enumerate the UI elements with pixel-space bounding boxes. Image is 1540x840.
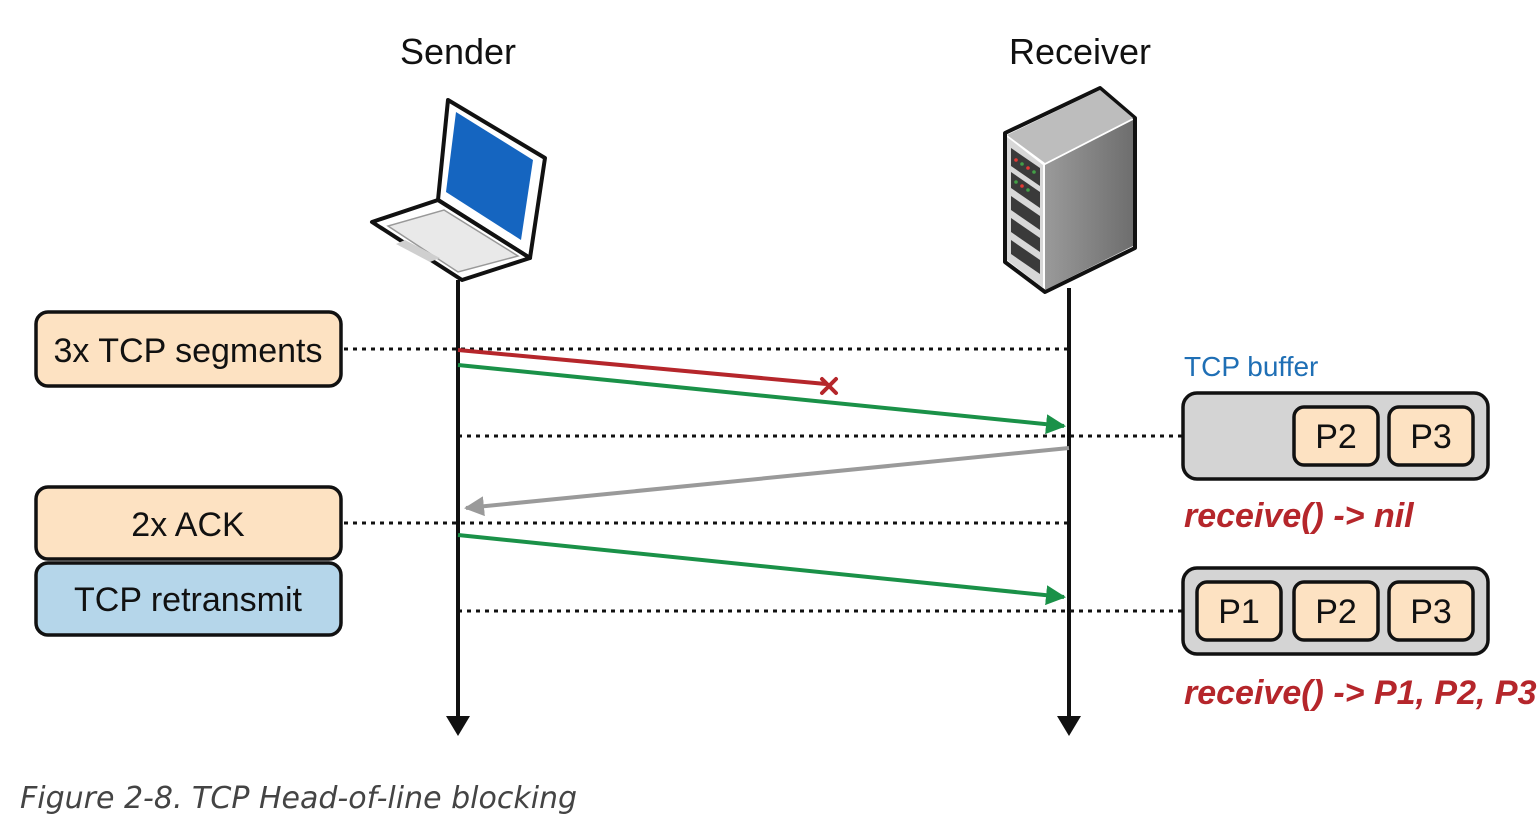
tcp-buffer-state-1: P2 P3 <box>1181 391 1490 481</box>
retransmit-arrow <box>457 533 1066 606</box>
receive-result-1: receive() -> nil <box>1184 497 1415 535</box>
packet-p3: P3 <box>1387 405 1475 467</box>
lost-packet-x-icon <box>820 377 838 395</box>
packet-label: P2 <box>1315 418 1357 456</box>
ack-label: 2x ACK <box>131 506 245 544</box>
receiver-label: Receiver <box>1009 31 1151 72</box>
receiver-lifeline-arrowhead <box>1057 716 1081 736</box>
delivered-segments-arrow <box>457 363 1066 435</box>
tcp-buffer-title: TCP buffer <box>1184 351 1318 382</box>
lost-segment-arrow <box>457 348 827 386</box>
laptop-icon <box>370 98 547 282</box>
packet-label: P3 <box>1410 593 1452 631</box>
packet-label: P1 <box>1218 593 1260 631</box>
sender-lifeline-arrowhead <box>446 716 470 736</box>
packet-p2: P2 <box>1292 405 1380 467</box>
server-drive-bays <box>1011 148 1040 274</box>
packet-label: P3 <box>1410 418 1452 456</box>
figure-caption: Figure 2-8. TCP Head-of-line blocking <box>20 781 577 816</box>
packet-p1: P1 <box>1195 580 1283 642</box>
receive-result-2: receive() -> P1, P2, P3 <box>1184 674 1537 712</box>
server-rack-icon <box>1003 86 1137 294</box>
ack-arrow <box>464 446 1070 517</box>
laptop-screen <box>446 112 533 240</box>
packet-p2: P2 <box>1292 580 1380 642</box>
segments-label-box: 3x TCP segments <box>34 310 343 388</box>
tcp-buffer-state-2: P1 P2 P3 <box>1181 566 1490 656</box>
ack-label-box: 2x ACK <box>34 485 343 561</box>
sender-label: Sender <box>400 31 516 72</box>
retransmit-label: TCP retransmit <box>74 581 303 619</box>
retransmit-label-box: TCP retransmit <box>34 561 343 637</box>
packet-p3: P3 <box>1387 580 1475 642</box>
packet-label: P2 <box>1315 593 1357 631</box>
segments-label: 3x TCP segments <box>54 332 323 370</box>
